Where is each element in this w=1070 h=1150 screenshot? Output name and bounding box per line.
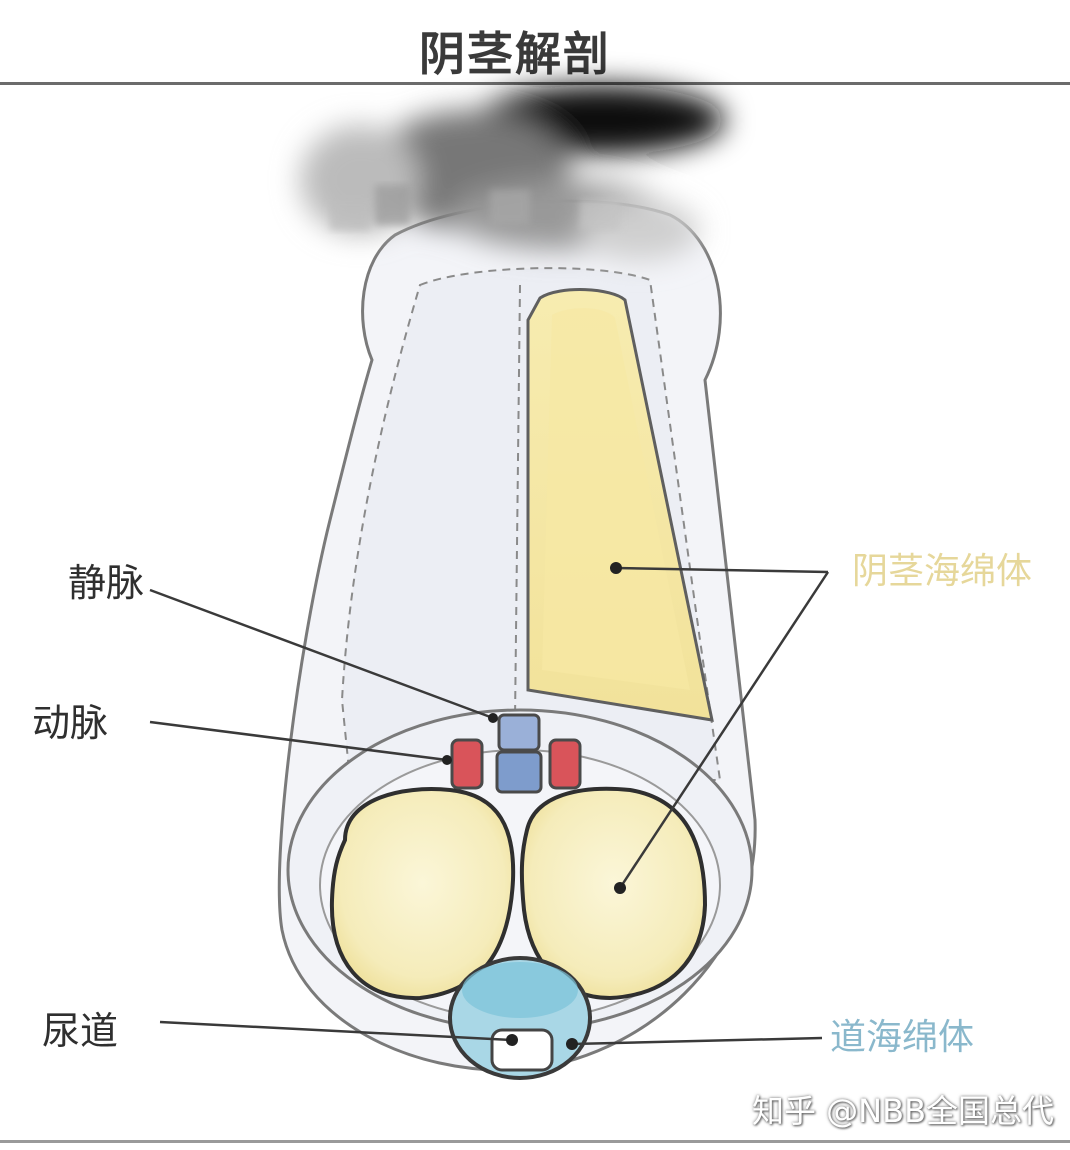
title-divider [0,82,1070,85]
artery-right [548,738,582,790]
leader-cc-upper [615,566,829,574]
leader-spongiosum [571,1036,823,1046]
censor-blur [300,85,725,260]
leader-vein [149,588,494,720]
label-artery: 动脉 [32,701,109,745]
leader-cc-lower [618,571,830,889]
leader-urethra [159,1020,513,1042]
label-urethra: 尿道 [42,1009,119,1053]
censor-blocks [330,185,620,230]
label-corpus-spongiosum: 道海绵体 [830,1017,975,1058]
label-corpus-cavernosum: 阴茎海绵体 [852,551,1033,592]
watermark: 知乎 @NBB全国总代 [752,1092,1055,1130]
label-vein: 静脉 [68,561,145,605]
septum-line [514,284,521,721]
urethra-lumen [490,1028,554,1072]
leader-artery [149,720,448,762]
dorsal-vein-lower [495,750,543,794]
bottom-divider [0,1140,1070,1143]
dorsal-vein-upper [497,713,541,752]
cavernosum-left [329,787,516,1001]
spongiosum-shade [462,962,578,1018]
cavernosum-texture [542,308,690,690]
cavernosum-right [519,786,708,1001]
artery-left [450,738,484,790]
page-title: 阴茎解剖 [419,27,611,81]
